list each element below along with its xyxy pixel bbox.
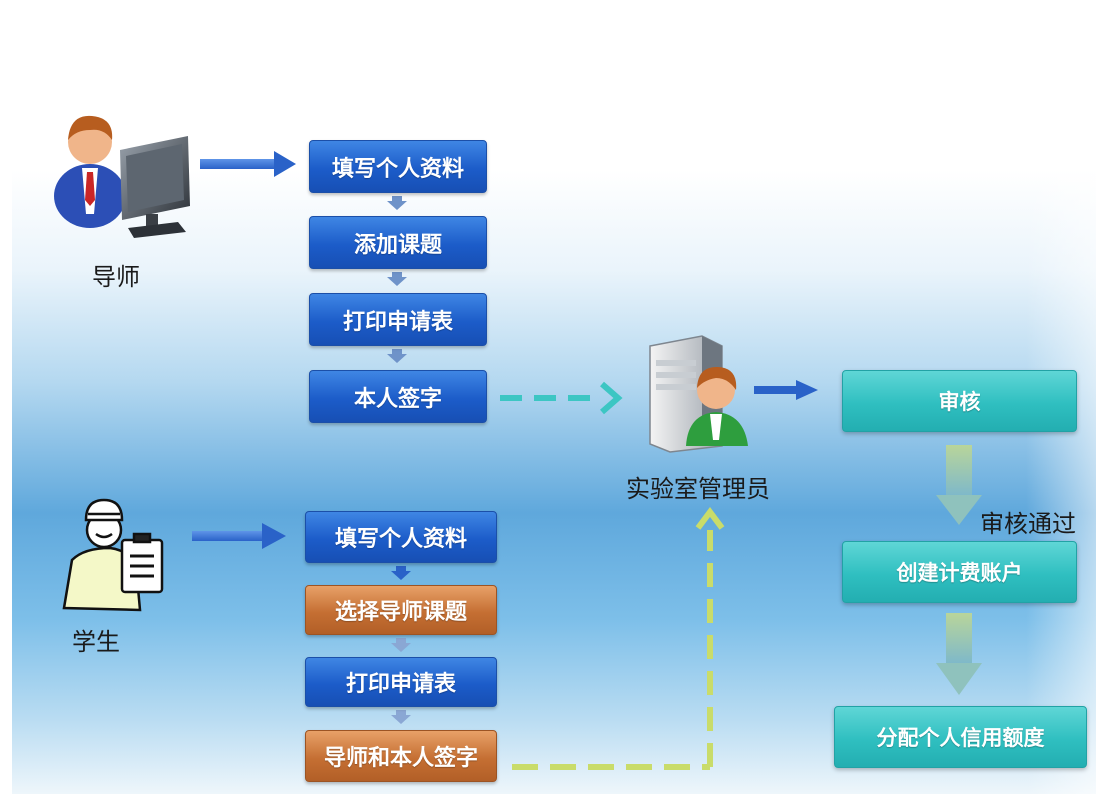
admin-step-review: 审核 (842, 370, 1077, 432)
teal-dashed-connector (500, 381, 623, 415)
teacher-label: 导师 (92, 263, 140, 291)
teacher-step-print-form: 打印申请表 (309, 293, 487, 346)
admin-arrow (754, 380, 818, 400)
teacher-step-sign: 本人签字 (309, 370, 487, 423)
green-dashed-connector (512, 507, 725, 770)
admin-step-create-account: 创建计费账户 (842, 541, 1077, 603)
admin-label: 实验室管理员 (626, 475, 770, 503)
background-gradient (12, 170, 1096, 794)
teacher-step-arrows (387, 196, 407, 363)
teacher-computer-icon (54, 115, 190, 238)
admin-step-assign-credit: 分配个人信用额度 (834, 706, 1087, 768)
student-step-select-topic: 选择导师课题 (305, 585, 497, 635)
student-step-fill-profile: 填写个人资料 (305, 511, 497, 563)
student-step-arrows (391, 566, 411, 724)
admin-server-icon (649, 335, 748, 453)
approval-down-arrow (936, 445, 982, 525)
teacher-step-fill-profile: 填写个人资料 (309, 140, 487, 193)
student-label: 学生 (72, 628, 120, 656)
student-clipboard-icon (62, 498, 164, 612)
admin-down-arrow (936, 613, 982, 695)
teacher-arrow (200, 151, 296, 177)
student-step-sign: 导师和本人签字 (305, 730, 497, 782)
approval-label: 审核通过 (980, 510, 1076, 538)
student-arrow (192, 523, 286, 549)
teacher-step-add-topic: 添加课题 (309, 216, 487, 269)
student-step-print-form: 打印申请表 (305, 657, 497, 707)
